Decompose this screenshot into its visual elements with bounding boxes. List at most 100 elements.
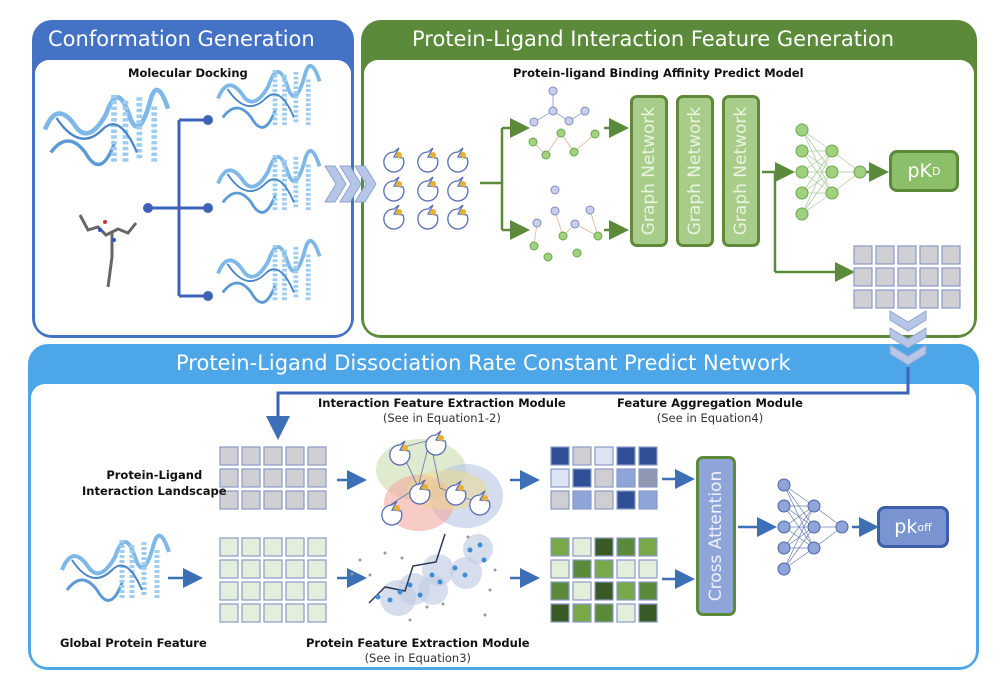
connector-node [203, 115, 213, 125]
grid-cell [550, 490, 570, 510]
grid-cell [307, 537, 327, 557]
conformation-title: Conformation Generation [48, 27, 315, 51]
ligand-graph-top [528, 86, 600, 160]
grid-cell [241, 446, 261, 466]
graph-network-block-2: Graph Network [676, 95, 714, 247]
grid-cell [638, 468, 658, 488]
interaction-feature-grid [853, 245, 961, 309]
grid-cell [875, 267, 895, 287]
nn-node [795, 207, 809, 221]
grid-cell [263, 581, 283, 601]
nn-node [853, 165, 867, 179]
grid-cell [550, 537, 570, 557]
grid-cell [853, 267, 873, 287]
graph-network-block-1: Graph Network [630, 95, 668, 247]
mlp-green [795, 123, 867, 221]
protein-structure-global [62, 536, 169, 601]
graph-network-block-3: Graph Network [722, 95, 760, 247]
nn-node [795, 123, 809, 137]
grid-cell [638, 490, 658, 510]
grid-cell [285, 490, 305, 510]
aggregated-interaction-grid [550, 446, 658, 510]
mlp-blue [777, 478, 849, 576]
grid-cell [941, 267, 961, 287]
grid-cell [307, 559, 327, 579]
grid-cell [219, 446, 239, 466]
grid-cell [550, 603, 570, 623]
grid-cell [241, 537, 261, 557]
ligand-molecule [78, 214, 138, 288]
chevron-down-icon [889, 310, 927, 366]
grid-cell [241, 559, 261, 579]
grid-cell [919, 245, 939, 265]
grid-cell [594, 537, 614, 557]
grid-cell [897, 245, 917, 265]
nn-node [795, 165, 809, 179]
pkoff-label: pk [894, 516, 918, 538]
nn-edge [783, 526, 815, 570]
aggregation-module-label: Feature Aggregation Module (See in Equat… [617, 396, 803, 425]
grid-cell [572, 468, 592, 488]
nn-edge [801, 150, 833, 194]
conformation-panel [32, 20, 354, 338]
protein-feature-grid [219, 537, 327, 623]
grid-cell [307, 490, 327, 510]
chevron-right-icon [324, 165, 377, 203]
grid-cell [919, 267, 939, 287]
grid-cell [853, 245, 873, 265]
grid-cell [616, 603, 636, 623]
pkoff-subscript: off [917, 520, 932, 534]
pkd-subscript: D [932, 164, 941, 178]
nn-node [777, 541, 791, 555]
grid-cell [263, 537, 283, 557]
grid-cell [941, 289, 961, 309]
grid-cell [616, 468, 636, 488]
grid-cell [550, 446, 570, 466]
molecular-docking-label: Molecular Docking [128, 66, 248, 80]
grid-cell [875, 289, 895, 309]
nn-node [825, 186, 839, 200]
docking-connector [148, 118, 208, 298]
interaction-landscape-grid [219, 446, 327, 510]
grid-cell [263, 559, 283, 579]
grid-cell [616, 581, 636, 601]
grid-cell [307, 468, 327, 488]
grid-cell [241, 581, 261, 601]
grid-cell [638, 603, 658, 623]
protein-module-label: Protein Feature Extraction Module (See i… [306, 636, 530, 665]
grid-cell [241, 603, 261, 623]
nn-edge [801, 150, 833, 215]
grid-cell [307, 603, 327, 623]
docked-pose-3 [218, 241, 320, 303]
nn-node [807, 541, 821, 555]
grid-cell [853, 289, 873, 309]
grid-cell [285, 446, 305, 466]
grid-cell [572, 446, 592, 466]
grid-cell [638, 446, 658, 466]
dissociation-title: Protein-Ligand Dissociation Rate Constan… [176, 351, 791, 375]
grid-cell [263, 490, 283, 510]
grid-cell [897, 289, 917, 309]
grid-cell [572, 559, 592, 579]
docked-pose-1 [218, 66, 320, 128]
grid-cell [897, 267, 917, 287]
connector-node [203, 203, 213, 213]
conformation-panel-body [35, 60, 351, 335]
grid-cell [263, 446, 283, 466]
grid-cell [638, 537, 658, 557]
ligand-graph-bottom [529, 185, 603, 262]
grid-cell [616, 446, 636, 466]
grid-cell [219, 468, 239, 488]
landscape-label: Protein-Ligand Interaction Landscape [82, 468, 227, 498]
grid-cell [219, 603, 239, 623]
grid-cell [572, 603, 592, 623]
interaction-title: Protein-Ligand Interaction Feature Gener… [412, 27, 895, 51]
grid-cell [241, 490, 261, 510]
grid-cell [285, 603, 305, 623]
grid-cell [307, 581, 327, 601]
grid-cell [285, 468, 305, 488]
docked-pose-2 [218, 151, 320, 213]
dissociation-panel [28, 344, 979, 670]
grid-cell [550, 468, 570, 488]
